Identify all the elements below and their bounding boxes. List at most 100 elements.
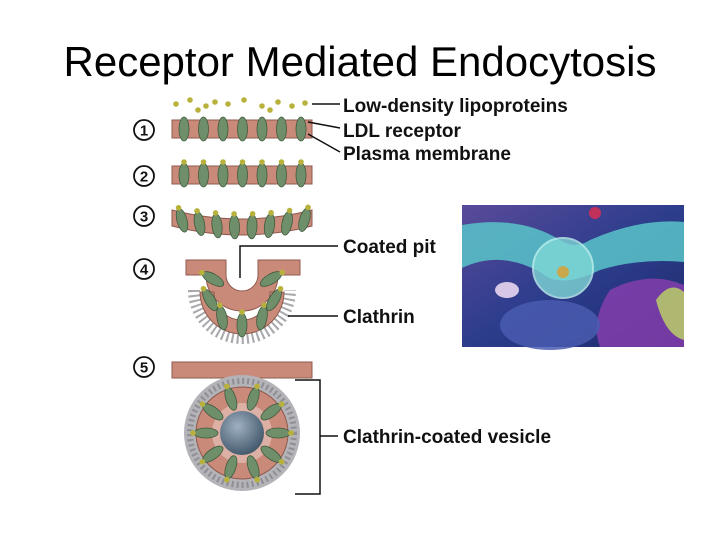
ldl-receptor [295, 162, 307, 188]
bound-receptor-row [178, 159, 307, 188]
label-clathrin: Clathrin [343, 307, 415, 328]
label-ldl-receptor: LDL receptor [343, 121, 462, 142]
ldl-particle [199, 459, 206, 465]
ldl-particle [200, 159, 207, 165]
ldl-particle [278, 159, 285, 165]
step-3-membrane [171, 204, 313, 240]
ldl-particle [203, 103, 209, 109]
ldl-particle [286, 207, 293, 214]
ldl-particle [289, 103, 295, 109]
inset-illustration [462, 205, 684, 350]
ldl-receptor [211, 213, 223, 239]
ldl-receptor [178, 162, 190, 188]
ldl-particle [278, 459, 285, 465]
ldl-particle [212, 210, 219, 216]
ldl-receptor [217, 116, 229, 142]
ldl-particle [181, 159, 187, 165]
svg-text:2: 2 [140, 169, 148, 186]
ldl-receptor [198, 162, 209, 188]
ldl-particle [241, 97, 247, 103]
svg-text:3: 3 [140, 209, 148, 226]
ldl-particle [198, 269, 205, 276]
step-number-2: 2 [133, 165, 155, 187]
ldl-particle [216, 302, 223, 308]
leader-coated-pit [239, 245, 338, 278]
leader-receptor [307, 121, 341, 129]
label-clathrin-coated-vesicle: Clathrin-coated vesicle [343, 427, 551, 448]
svg-text:5: 5 [140, 360, 148, 377]
ldl-particle [278, 401, 285, 407]
ldl-receptor [265, 427, 291, 439]
step-number-5: 5 [133, 356, 155, 378]
vesicle-ldl-core [220, 411, 264, 455]
ldl-particle [239, 159, 246, 165]
label-ldl: Low-density lipoproteins [343, 96, 568, 117]
ldl-receptor [276, 162, 287, 188]
step-2-membrane [171, 159, 313, 188]
ldl-receptor [276, 116, 287, 142]
ldl-particle [194, 208, 200, 214]
ldl-particle [212, 99, 218, 105]
ldl-receptor [246, 214, 258, 240]
ldl-particle [220, 159, 226, 165]
ldl-receptor [256, 162, 268, 188]
ldl-receptor [178, 116, 190, 142]
ldl-receptor [198, 116, 209, 142]
ldl-particles [173, 97, 308, 113]
ldl-receptor [237, 116, 248, 142]
ldl-particle [302, 100, 308, 106]
ldl-particle [261, 302, 268, 308]
step-number-4: 4 [133, 258, 155, 280]
step-number-1: 1 [133, 119, 155, 141]
ldl-receptor [263, 213, 276, 238]
ldl-receptor-row [178, 116, 307, 142]
ldl-particle [173, 101, 179, 107]
ldl-particle [259, 103, 265, 109]
step-number-3: 3 [133, 205, 155, 227]
ldl-receptor [256, 116, 268, 142]
ldl-particle [200, 285, 207, 292]
ldl-receptor [193, 211, 206, 236]
label-coated-pit: Coated pit [343, 237, 437, 258]
vesicle-receptors [190, 383, 294, 483]
ldl-receptor [295, 116, 307, 142]
ldl-particle [277, 285, 284, 292]
ldl-receptor [237, 162, 248, 188]
pit-receptors [198, 269, 286, 338]
leader-lines [239, 103, 341, 495]
ldl-receptor [229, 214, 240, 240]
ldl-particle [225, 101, 231, 107]
svg-text:1: 1 [140, 123, 148, 140]
clathrin-coated-vesicle [184, 375, 300, 491]
step-numbers: 1 2 3 4 5 [133, 119, 155, 378]
clathrin-coat [188, 289, 296, 344]
ldl-particle [175, 205, 182, 211]
ldl-receptor [193, 427, 219, 439]
ldl-particle [224, 383, 230, 390]
ldl-particle [195, 107, 201, 113]
ldl-particle [298, 159, 304, 165]
ldl-particle [199, 401, 206, 407]
ldl-particle [279, 269, 286, 276]
step-4-coated-pit [185, 259, 301, 344]
ldl-particle [275, 99, 281, 105]
ldl-particle [224, 476, 230, 483]
ldl-receptor [281, 211, 293, 236]
ldl-receptor [217, 162, 229, 188]
ldl-particle [268, 209, 274, 216]
ldl-particle [288, 430, 294, 436]
ldl-particle [259, 159, 265, 165]
clustering-receptor-row [175, 204, 311, 240]
label-plasma-membrane: Plasma membrane [343, 144, 511, 165]
step-1-membrane [171, 97, 313, 142]
leader-membrane [307, 133, 341, 153]
ldl-particle [190, 430, 196, 436]
vesicle-bracket [295, 379, 321, 495]
ldl-particle [267, 107, 273, 113]
slide-title: Receptor Mediated Endocytosis [63, 38, 657, 85]
ldl-particle [305, 204, 311, 211]
ldl-particle [231, 211, 237, 217]
ldl-particle [249, 211, 256, 217]
ldl-particle [254, 383, 260, 390]
